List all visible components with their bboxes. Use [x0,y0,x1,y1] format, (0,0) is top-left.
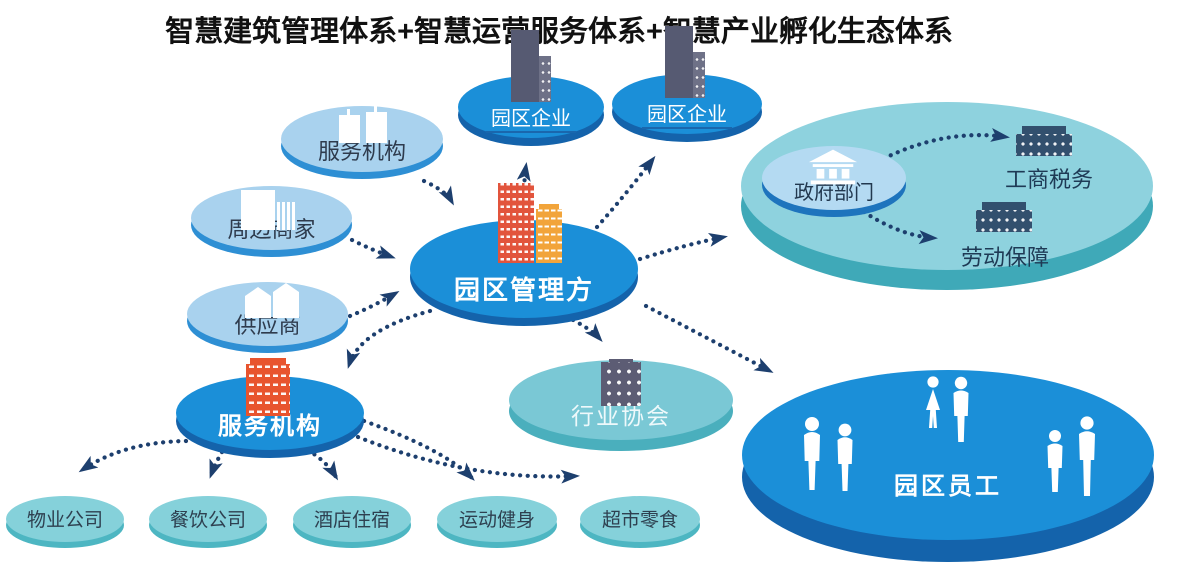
arrow-service-to-property [78,438,189,473]
skyscraper-icon [498,183,564,263]
office-building-icon [665,26,705,98]
diagram-title: 智慧建筑管理体系+智慧运营服务体系+智慧产业孵化生态体系 [165,16,953,48]
tax-office-building-icon [1016,126,1072,156]
node-park-manager: 园区管理方 [410,183,638,318]
node-label: 物业公司 [26,510,103,531]
node-industry-association: 行业协会 [509,359,733,440]
association-building-icon [601,359,641,406]
node-park-enterprise-2: 园区企业 [612,26,762,134]
node-service-org-top: 服务机构 [281,106,443,172]
node-label: 酒店住宿 [313,510,390,531]
labor-office-building-icon [976,202,1032,232]
node-label: 服务机构 [218,413,322,440]
node-sports-fitness: 运动健身 [437,496,557,542]
warehouse-icon [245,283,299,318]
arrow-manager-to-service-bottom [346,308,433,369]
service-building-icon [246,358,290,416]
node-label: 园区企业 [458,102,604,133]
people-meeting-icon [926,376,969,442]
arrow-supplier-to-manager [347,290,400,319]
arrow-service-to-catering [208,449,225,479]
node-government-dept: 政府部门 [762,146,906,210]
node-supplier: 供应商 [187,282,348,346]
arrow-service-top-to-manager [421,178,455,206]
node-label: 园区企业 [612,98,762,129]
node-label: 园区员工 [894,473,1002,500]
node-park-employees: 园区员工 [742,370,1154,540]
node-label: 运动健身 [458,510,535,531]
node-supermarket-snacks: 超市零食 [580,496,700,542]
arrow-nearby-to-manager [349,237,396,260]
arrow-service-to-supermarket [355,434,580,484]
node-service-org-bottom: 服务机构 [176,358,364,450]
arrow-manager-to-government [637,232,728,262]
node-label: 行业协会 [571,403,671,429]
node-label: 超市零食 [601,510,678,531]
node-label: 园区管理方 [453,275,594,305]
node-property-company: 物业公司 [6,496,124,542]
arrow-gov-to-tax [874,127,1010,165]
node-catering-company: 餐饮公司 [149,496,267,542]
people-pair-icon [804,417,853,491]
labor-security-label: 劳动保障 [960,245,1049,270]
people-pair-icon [1047,416,1095,496]
node-hotel-lodging: 酒店住宿 [293,496,411,542]
arrow-manager-to-enterprise-2 [594,155,656,230]
node-nearby-merchants: 周边商家 [191,186,352,250]
node-label: 服务机构 [317,139,406,164]
arrow-gov-to-labor [861,209,938,245]
shop-building-icon [241,190,297,230]
node-label: 餐饮公司 [169,510,246,531]
node-label: 政府部门 [794,182,874,204]
node-park-enterprise-1: 园区企业 [458,30,604,138]
arrow-manager-to-employees [643,303,774,374]
arrow-manager-to-association [570,317,603,342]
twin-buildings-icon [339,106,387,143]
office-building-icon [511,30,551,102]
industry-commerce-tax-label: 工商税务 [1004,167,1093,192]
arrow-service-to-hotel [305,447,339,481]
arrow-service-to-sports [361,418,475,481]
bank-icon [808,149,858,185]
